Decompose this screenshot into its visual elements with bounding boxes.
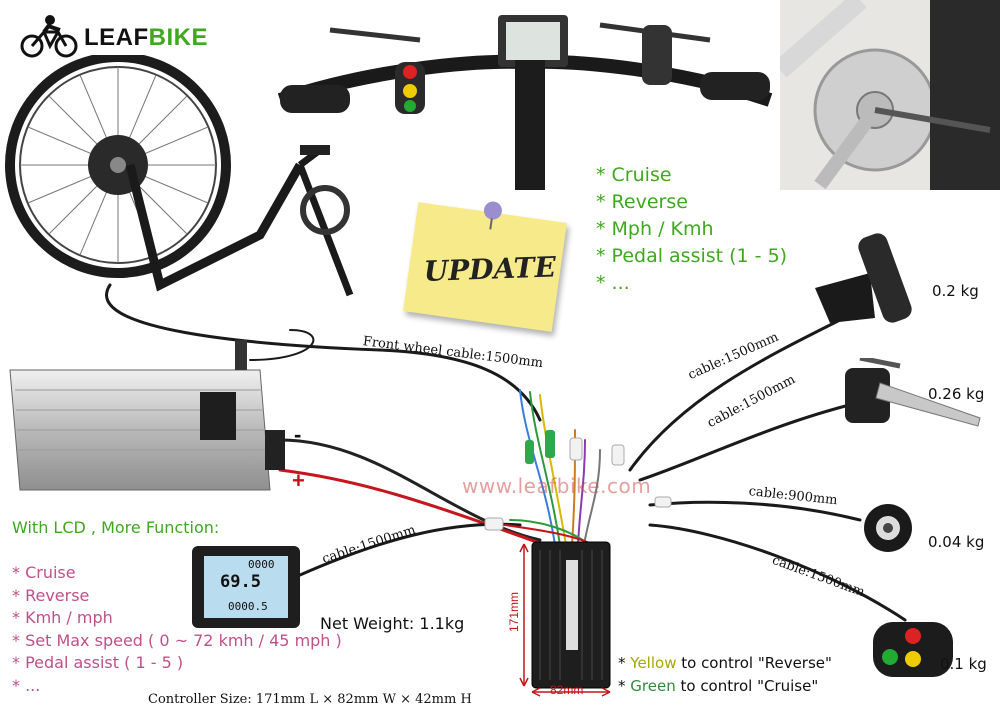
- brake-weight: 0.26 kg: [928, 385, 985, 403]
- handlebar-photo: [277, 15, 773, 190]
- battery-key-cable: [249, 329, 315, 361]
- lcd-feature-item: * Cruise: [12, 563, 76, 582]
- feature-item: * Reverse: [596, 191, 688, 213]
- brand-name: LEAFBIKE: [84, 24, 209, 51]
- green-cruise-note: * Green to control "Cruise": [618, 677, 819, 695]
- watermark: www.leafbike.com: [462, 474, 652, 498]
- feature-list-top: * Cruise * Reverse * Mph / Kmh * Pedal a…: [596, 162, 787, 297]
- lcd-section-title: With LCD , More Function:: [12, 518, 220, 537]
- lcd-feature-list: * Cruise * Reverse * Kmh / mph * Set Max…: [12, 562, 342, 697]
- throttle-photo: [815, 233, 912, 323]
- lcd-feature-item: * Kmh / mph: [12, 608, 113, 627]
- throttle-weight: 0.2 kg: [932, 282, 979, 300]
- function-switch-photo: [873, 622, 953, 677]
- controller-size-text: Controller Size: 171mm L × 82mm W × 42mm…: [148, 692, 472, 707]
- switch-cable: [648, 523, 907, 622]
- pas-weight: 0.04 kg: [928, 533, 985, 551]
- lcd-feature-item: * ...: [12, 675, 41, 695]
- brake-cable: [638, 398, 872, 482]
- switch-weight: 0.1 kg: [940, 655, 987, 673]
- pushpin-icon: [483, 201, 502, 230]
- feature-item: * ...: [596, 272, 630, 294]
- brand-logo: LEAFBIKE: [18, 14, 218, 58]
- lcd-readout-bottom: 0000.5: [228, 600, 268, 613]
- throttle-cable: [628, 318, 842, 472]
- battery-photo: [9, 340, 285, 491]
- pas-closeup-photo: [780, 0, 1000, 190]
- lcd-readout-speed: 69.5: [220, 572, 261, 592]
- lcd-display-photo: 0000 69.5 0000.5: [192, 546, 300, 628]
- feature-item: * Pedal assist (1 - 5): [596, 245, 788, 267]
- battery-negative-wire: [278, 438, 542, 542]
- lcd-feature-item: * Set Max speed ( 0 ~ 72 kmh / 45 mph ): [12, 630, 342, 650]
- battery-plus-sign: +: [292, 468, 305, 493]
- update-sticky-note: UPDATE: [403, 201, 567, 332]
- controller-net-weight: Net Weight: 1.1kg: [320, 614, 465, 633]
- hub-motor-wheel-photo: [5, 55, 354, 297]
- lcd-feature-item: * Reverse: [12, 585, 90, 605]
- lcd-feature-item: * Pedal assist ( 1 - 5 ): [12, 653, 184, 672]
- front-wheel-cable: [105, 283, 542, 422]
- controller-width-label: 82mm: [550, 683, 584, 697]
- lcd-screen: 0000 69.5 0000.5: [204, 556, 288, 618]
- controller-photo: [531, 541, 611, 689]
- controller-height-label: 171mm: [507, 591, 521, 632]
- yellow-reverse-note: * Yellow to control "Reverse": [618, 654, 832, 672]
- feature-item: * Mph / Kmh: [596, 218, 714, 240]
- lcd-readout-top: 0000: [248, 558, 275, 571]
- controller-dimension-arrows: [519, 543, 611, 697]
- cyclist-icon: [20, 15, 78, 58]
- pas-sensor-photo: [864, 504, 912, 552]
- sticky-note-text: UPDATE: [423, 250, 557, 288]
- feature-item: * Cruise: [596, 164, 672, 186]
- brake-lever-photo: [845, 358, 981, 427]
- battery-minus-sign: -: [294, 422, 302, 447]
